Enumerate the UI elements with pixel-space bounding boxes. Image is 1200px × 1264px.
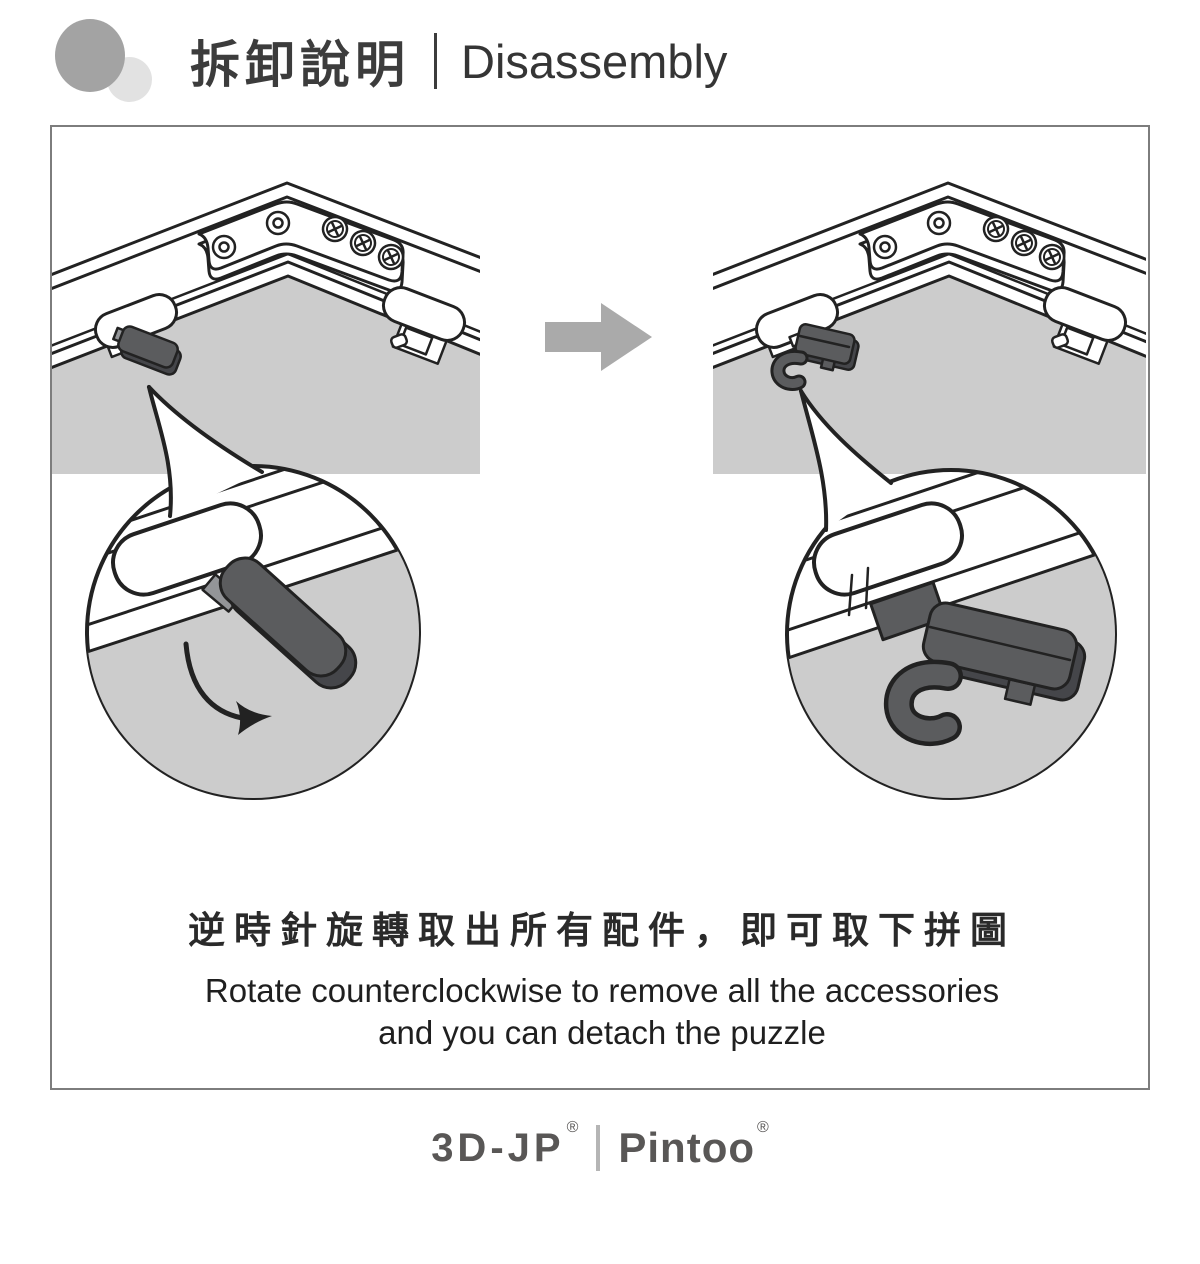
registered-mark-icon: ®: [566, 1119, 579, 1136]
registered-mark-icon: ®: [757, 1119, 769, 1136]
puzzle-clip-removed-zoomed: [921, 601, 1079, 691]
header: 拆卸說明 Disassembly: [55, 16, 727, 106]
panel-before: [52, 181, 480, 474]
panel-after: [713, 181, 1146, 474]
hanger-tab-zoomed: [812, 501, 964, 597]
disassembly-illustration: [52, 181, 1146, 800]
magnifier-right-content: [787, 470, 1115, 798]
magnifier-left-content: [87, 466, 419, 798]
brand-divider: [596, 1125, 601, 1171]
brand-3djp: 3D-JP: [431, 1125, 565, 1170]
title-divider: [434, 33, 437, 89]
footer-brands: 3D-JP ® Pintoo ®: [0, 1119, 1200, 1172]
hanger-tab-zoomed: [111, 501, 263, 597]
instruction-text-block: 逆時針旋轉取出所有配件，即可取下拼圖 Rotate counterclockwi…: [52, 900, 1152, 1054]
instruction-en-line2: and you can detach the puzzle: [378, 1014, 826, 1052]
puzzle-clip-rotated: [770, 323, 860, 392]
transition-arrow-icon: [545, 303, 652, 371]
clip-socket-zoomed: [869, 580, 947, 642]
brand-pintoo: Pintoo: [618, 1124, 756, 1171]
puzzle-clip-flat: [112, 325, 182, 376]
puzzle-clip-zoomed: [218, 556, 348, 678]
instruction-zh: 逆時針旋轉取出所有配件，即可取下拼圖: [188, 910, 1016, 951]
page-title-zh: 拆卸說明: [190, 37, 410, 93]
instruction-en-line1: Rotate counterclockwise to remove all th…: [204, 972, 1000, 1009]
rotate-arrow-icon: [183, 641, 245, 721]
logo-circle-dark-icon: [55, 19, 125, 92]
brand-logo-mark: [55, 16, 154, 106]
instruction-en: Rotate counterclockwise to remove all th…: [52, 970, 1152, 1054]
instruction-panel-box: 逆時針旋轉取出所有配件，即可取下拼圖 Rotate counterclockwi…: [50, 125, 1150, 1090]
callout-wedge-right: [801, 391, 891, 530]
page-title-en: Disassembly: [461, 34, 728, 88]
callout-wedge-left: [149, 387, 262, 516]
